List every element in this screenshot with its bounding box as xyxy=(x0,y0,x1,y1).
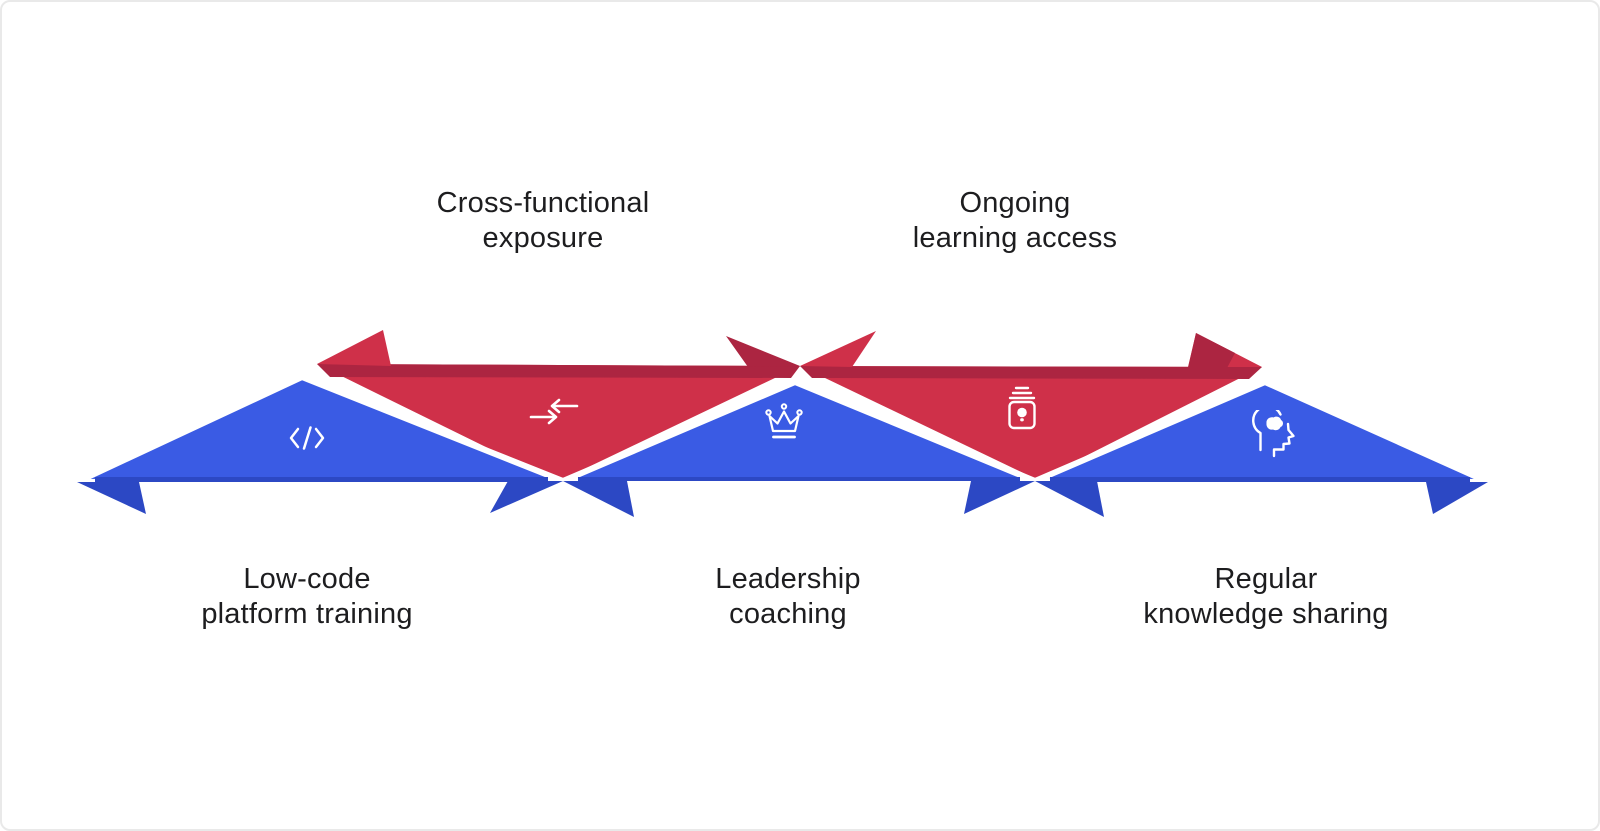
segment-4-arrowhead-fold xyxy=(1188,333,1235,368)
segment-3-label: Leadership coaching xyxy=(715,563,861,630)
segment-1-label: Low-code platform training xyxy=(201,563,413,630)
segment-1-tail-flare xyxy=(490,481,563,513)
segment-3-right-flare xyxy=(964,481,1035,514)
certificate-icon xyxy=(1008,386,1036,430)
head-brain-icon xyxy=(1252,410,1295,458)
crown-icon xyxy=(765,403,803,439)
segment-1-base-edge xyxy=(95,477,548,482)
segment-5-tail-flare xyxy=(1035,481,1104,517)
segment-4-tail-flare xyxy=(800,331,876,367)
segment-4-main-shape xyxy=(800,366,1262,480)
segment-3-left-flare xyxy=(563,481,634,517)
code-icon xyxy=(289,426,325,450)
segment-2-top-fold xyxy=(317,364,800,378)
segment-5-arrowhead-fold xyxy=(1426,482,1488,514)
segment-2-arrowhead-wing xyxy=(317,330,391,366)
colliding-arrows-icon xyxy=(529,398,579,425)
segment-4-arrow xyxy=(800,366,1262,480)
segment-5-label: Regular knowledge sharing xyxy=(1143,563,1389,630)
segment-4-label: Ongoing learning access xyxy=(912,187,1118,254)
segment-1-arrowhead-fold xyxy=(77,482,146,514)
segment-2-label: Cross-functional exposure xyxy=(436,187,650,254)
segment-2-arrow xyxy=(317,364,800,482)
segment-5-arrow xyxy=(1020,378,1503,486)
segment-1-arrow xyxy=(63,373,579,486)
segment-2-main-shape xyxy=(317,364,800,482)
segment-5-base-edge xyxy=(1050,477,1470,482)
segment-3-base-edge xyxy=(578,477,1020,481)
segment-3-arrow xyxy=(548,378,1051,484)
segment-2-tail-flare xyxy=(726,336,800,367)
segment-4-top-fold xyxy=(800,366,1262,379)
